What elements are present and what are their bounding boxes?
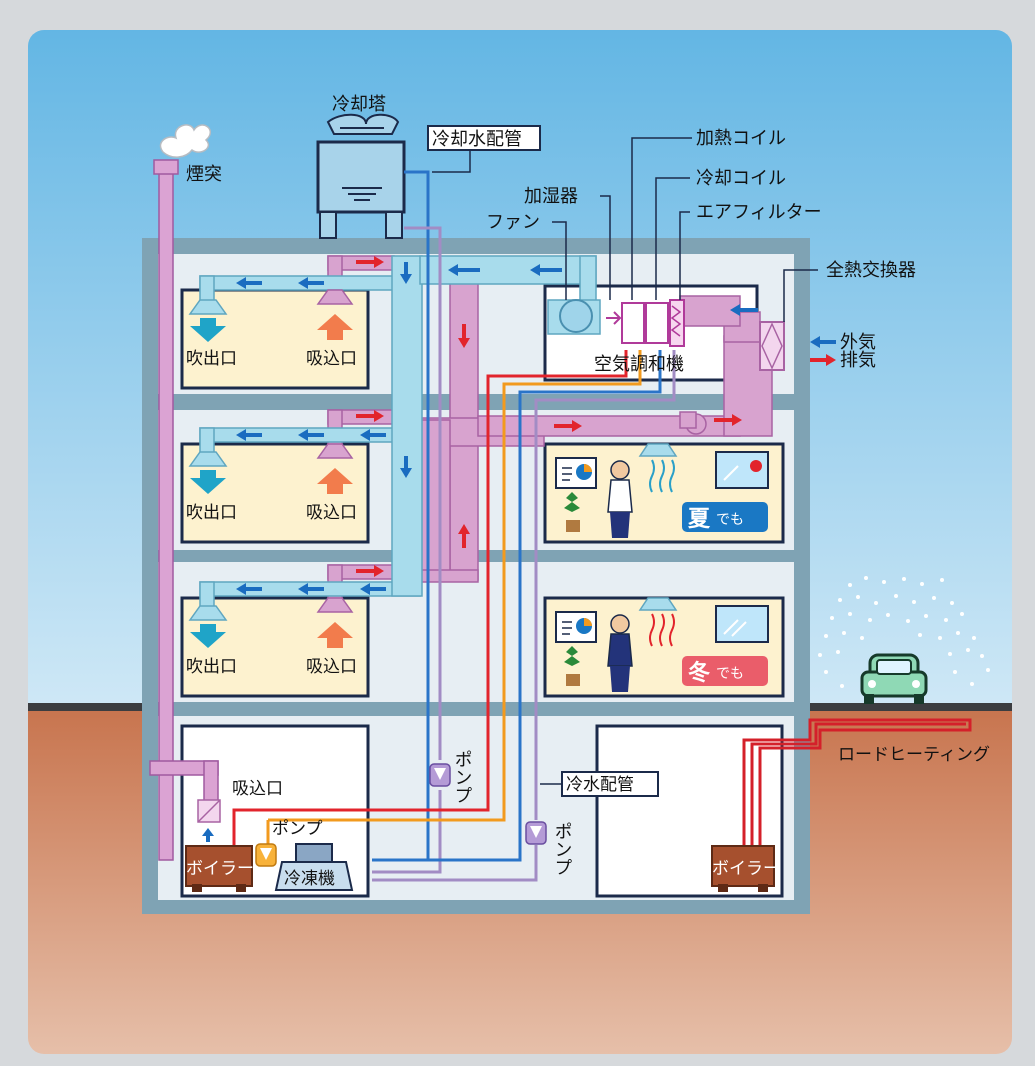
machine-room-inlet-label: 吸込口 [232,779,283,799]
pump-label-left: ポンプ [272,819,323,839]
pump-label-vertical-2: ポンプ [552,822,573,876]
boiler-label-left: ボイラー [186,859,254,879]
total-heat-exchanger-label: 全熱交換器 [826,260,916,281]
outlet-label-1: 吹出口 [186,349,237,369]
winter-badge-suffix: でも [716,666,744,682]
heating-coil-label: 加熱コイル [696,128,786,149]
pump-label-vertical-1: ポンプ [452,750,473,804]
inlet-label-1: 吸込口 [306,349,357,369]
chilled-water-pipe-label: 冷水配管 [566,775,634,795]
humidifier-label: 加湿器 [524,186,578,207]
snow-icon [818,576,990,688]
pump-icon [255,763,547,867]
outlet-arrow-icon [190,318,226,648]
boiler-left [185,845,253,892]
flow-arrows-red [356,256,742,577]
heating-coil-icon [645,302,669,344]
chiller-label: 冷凍機 [284,869,335,889]
fan-icon [547,299,622,335]
summer-badge-suffix: でも [716,512,744,528]
air-filter-label: エアフィルター [696,202,822,223]
chimney [149,124,219,861]
summer-badge-text: 夏 [688,507,711,532]
cooling-tower-label: 冷却塔 [332,94,386,115]
road-heating-label: ロードヒーティング [838,745,990,765]
cooling-water-pipe-label: 冷却水配管 [432,129,522,150]
air-conditioner-label: 空気調和機 [594,354,684,375]
boiler-label-right: ボイラー [712,859,780,879]
inlet-arrow-icon [317,314,353,648]
winter-badge-text: 冬 [688,660,710,686]
car-icon [860,653,928,704]
return-duct [327,255,773,602]
boiler-right [711,845,775,892]
flow-arrows-blue [236,262,758,595]
winter-room-scene [555,605,769,692]
chimney-label: 煙突 [186,164,222,185]
building-pipes [232,350,676,882]
outlet-label-3: 吹出口 [186,657,237,677]
inlet-label-3: 吸込口 [306,657,357,677]
cooling-coil-label: 冷却コイル [696,168,786,189]
outlet-label-2: 吹出口 [186,503,237,523]
fan-label: ファン [486,212,540,233]
exhaust-fan-icon [679,411,707,435]
air-filter-icon [669,299,685,347]
inlet-label-2: 吸込口 [306,503,357,523]
inlet-grille-icon [197,799,221,842]
humidifier-icon [621,302,645,344]
road-heating-pipes [742,718,972,852]
cooling-tower-icon [316,113,406,239]
heat-exchanger-icon [759,321,785,371]
outside-air-label: 外気 [840,332,876,353]
exhaust-label: 排気 [840,350,876,371]
summer-room-scene [555,451,769,538]
chiller [274,843,354,891]
